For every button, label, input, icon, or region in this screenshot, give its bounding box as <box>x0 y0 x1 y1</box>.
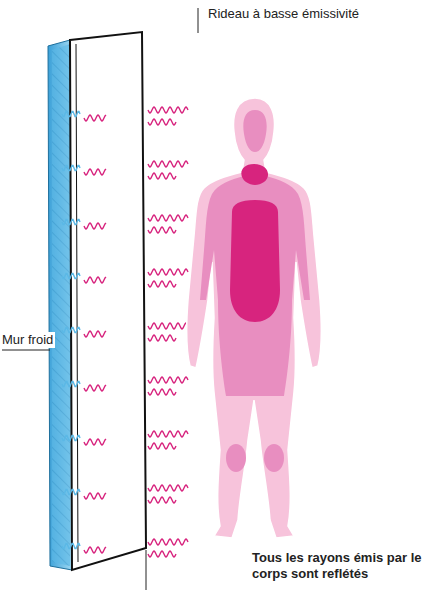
radiation-wave <box>62 165 80 170</box>
low-e-curtain <box>70 32 146 570</box>
radiation-wave <box>148 161 188 167</box>
radiation-wave <box>148 227 176 233</box>
radiation-wave <box>148 173 176 179</box>
radiation-wave <box>148 281 176 287</box>
radiation-wave <box>148 377 188 383</box>
radiation-wave <box>62 273 80 278</box>
leader-line <box>2 350 50 351</box>
note-label: Tous les rayons émis par le corps sont r… <box>250 550 430 582</box>
radiation-wave <box>148 335 176 341</box>
human-body <box>187 98 322 538</box>
radiation-wave <box>148 107 188 113</box>
radiation-wave <box>148 551 176 557</box>
radiation-wave <box>62 489 80 494</box>
radiation-wave <box>84 547 106 553</box>
radiation-wave <box>148 215 188 221</box>
radiation-wave <box>148 443 176 449</box>
leader-line <box>198 8 199 33</box>
leader-line <box>146 550 147 590</box>
radiation-wave <box>62 111 80 116</box>
radiation-wave <box>84 277 106 283</box>
radiation-wave <box>148 389 176 395</box>
radiation-wave <box>62 219 80 224</box>
part-label: Mur froid <box>0 332 55 348</box>
radiation-wave <box>84 493 106 499</box>
part-label: Rideau à basse émissivité <box>206 6 361 22</box>
radiation-wave <box>148 539 188 545</box>
radiation-waves <box>62 107 188 557</box>
radiation-wave <box>62 543 80 548</box>
radiation-wave <box>62 327 80 332</box>
radiation-wave <box>148 323 188 329</box>
radiation-wave <box>62 435 80 440</box>
radiation-wave <box>148 269 188 275</box>
radiation-wave <box>84 385 106 391</box>
cold-wall <box>48 40 72 570</box>
radiation-wave <box>148 497 176 503</box>
wall-hatching <box>52 44 70 566</box>
curtain-edge <box>76 44 78 562</box>
radiation-wave <box>84 331 106 337</box>
radiation-wave <box>148 431 188 437</box>
radiation-wave <box>148 119 176 125</box>
radiation-wave <box>84 223 106 229</box>
radiation-wave <box>84 115 106 121</box>
radiation-wave <box>84 169 106 175</box>
radiation-wave <box>84 439 106 445</box>
radiation-wave <box>148 485 188 491</box>
radiation-wave <box>62 381 80 386</box>
